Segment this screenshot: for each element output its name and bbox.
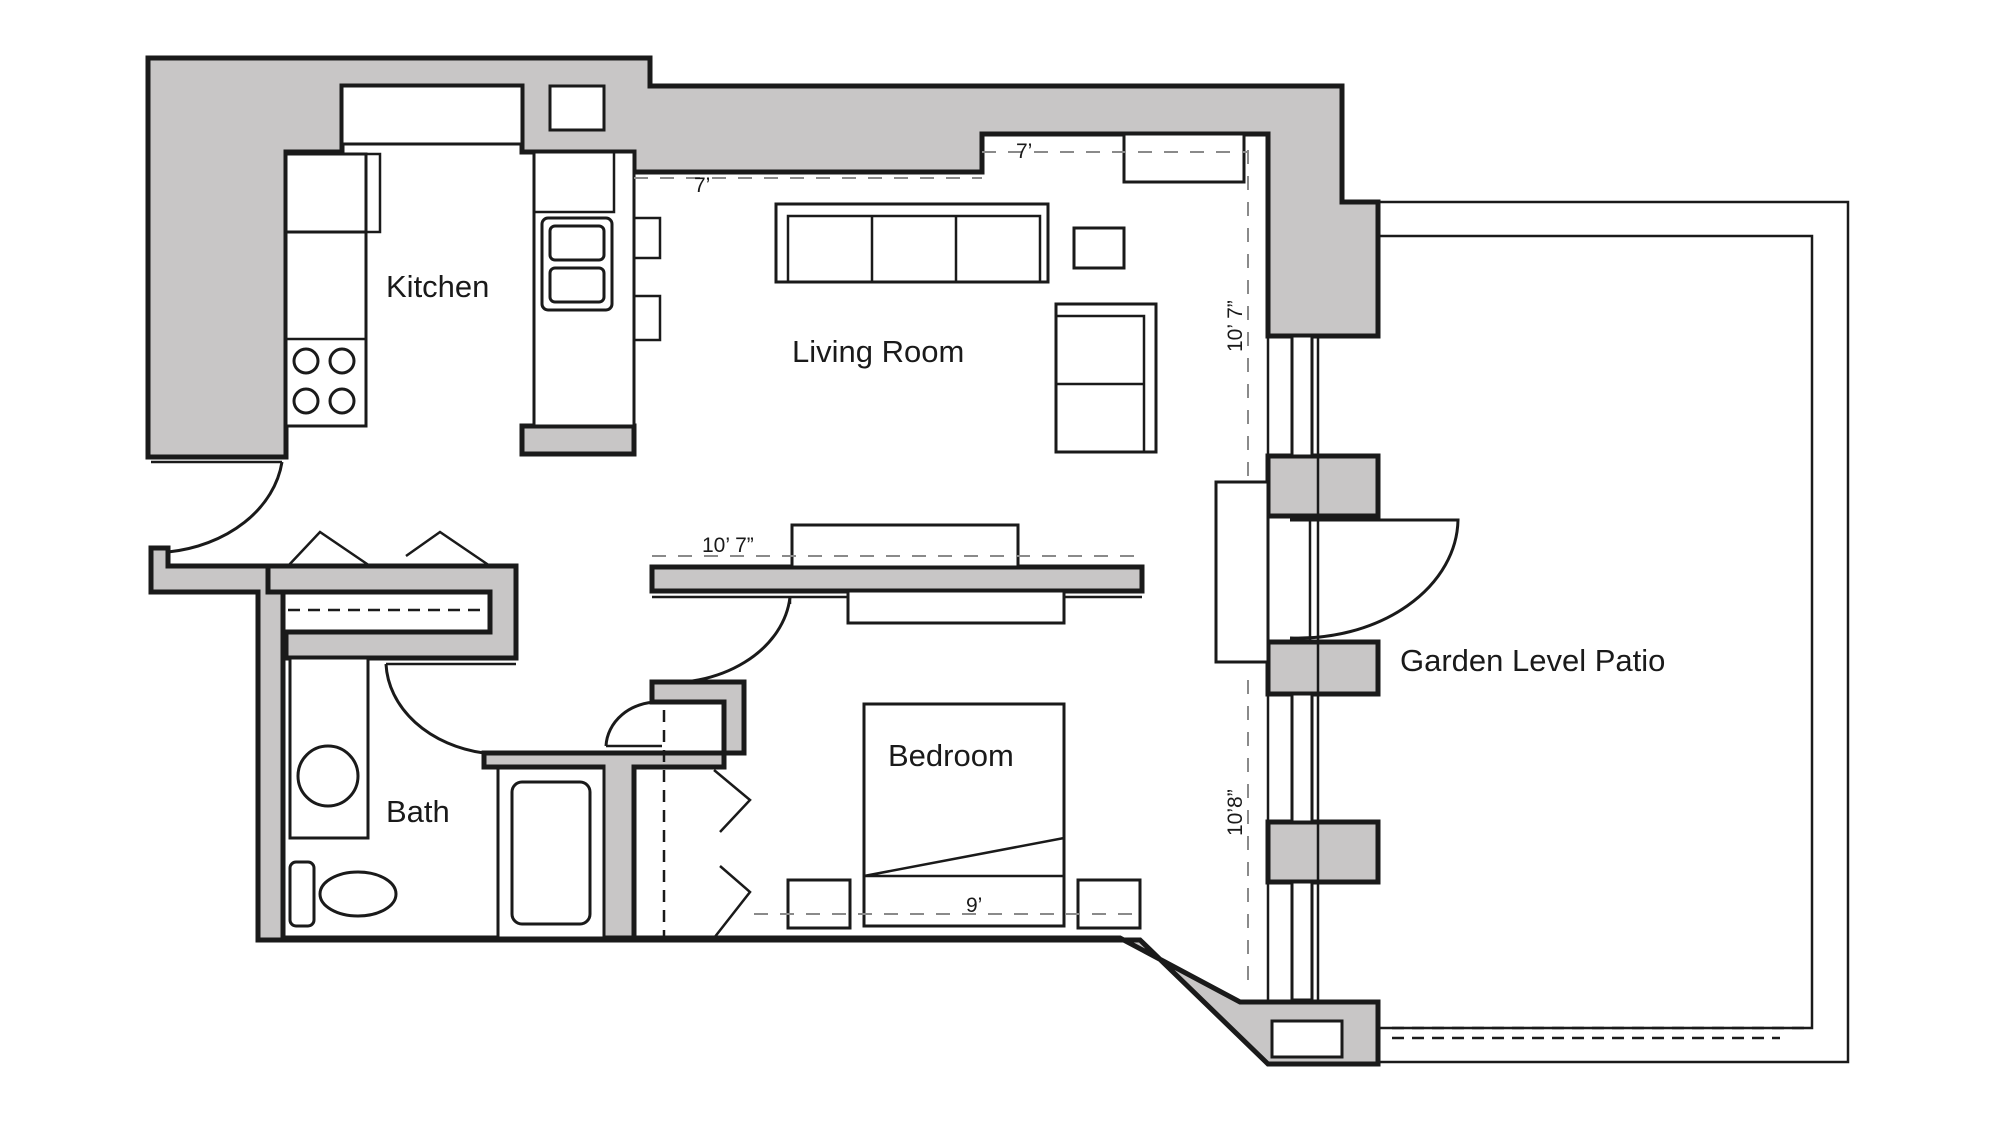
window-pane [1290, 334, 1314, 458]
patio-outline [1378, 200, 1850, 1064]
east-wall-pier-2 [1265, 639, 1381, 697]
stove-burners [286, 337, 366, 415]
walls [145, 55, 1381, 1067]
wardrobe-bifold-bottom [713, 865, 752, 939]
bedroom-door-swing [651, 596, 792, 685]
island-base [519, 423, 637, 457]
sliding-door-panel [1214, 480, 1270, 664]
closet-bifold-right [405, 530, 491, 568]
toilet-bowl-icon [318, 870, 398, 918]
closet-door-swing [604, 700, 659, 747]
entry [151, 460, 491, 612]
south-east-wall [148, 545, 1381, 1067]
closet-wall [265, 563, 519, 661]
entry-door-swing [167, 461, 284, 554]
bedroom: Bedroom 10’ 7” 10’8” 9’ [604, 534, 1249, 980]
patio [1378, 200, 1850, 1064]
living-dim-top-left: 7’ [694, 174, 710, 197]
east-glazing [1214, 334, 1460, 1002]
east-wall-pier-1 [1265, 453, 1381, 519]
burner-icon [328, 347, 356, 375]
bar-stool-icon [634, 294, 662, 342]
nightstand-right [1076, 878, 1142, 930]
sink-basin-icon [548, 266, 606, 304]
patio-inner-outline [1378, 234, 1814, 1030]
bedroom-dim-top: 10’ 7” [702, 534, 754, 557]
upper-cabinet [340, 84, 524, 146]
refrigerator [284, 152, 368, 234]
living-dim-right: 10’ 7” [1224, 300, 1247, 352]
armchair [1054, 302, 1158, 454]
living-room: Living Room 7’ 7’ 10’ 7” [634, 132, 1249, 569]
bedroom-dim-right: 10’8” [1224, 789, 1247, 836]
living-dim-top-right: 7’ [1016, 140, 1032, 163]
end-table [1072, 226, 1126, 270]
window-pane [1290, 692, 1314, 824]
bar-stool-icon [634, 216, 662, 260]
wardrobe-bifold-top [713, 769, 752, 833]
kitchen-window-box [548, 84, 606, 132]
bath: Bath [288, 656, 606, 940]
sink-basin-icon [548, 224, 606, 262]
living-room-label: Living Room [792, 334, 964, 369]
meter-box [1270, 1019, 1344, 1059]
refrigerator-door [364, 152, 382, 234]
sofa-cushion-lines [786, 214, 1042, 282]
nightstand-left [786, 878, 852, 930]
bath-door-swing [384, 663, 485, 755]
burner-icon [292, 387, 320, 415]
dresser [846, 589, 1066, 625]
bedroom-dim-bottom: 9’ [966, 894, 982, 917]
toilet-tank [288, 860, 316, 928]
kitchen-label: Kitchen [386, 269, 489, 304]
east-wall-pier-3 [1265, 819, 1381, 885]
burner-icon [328, 387, 356, 415]
tv-console [1122, 132, 1246, 184]
island-upper [532, 150, 616, 214]
bathtub-basin [510, 780, 592, 926]
window-pane [1290, 880, 1314, 1002]
bed [862, 702, 1066, 928]
patio-label: Garden Level Patio [1400, 643, 1665, 678]
kitchen: Kitchen [284, 84, 662, 428]
patio-door-swing [1289, 518, 1460, 640]
burner-icon [292, 347, 320, 375]
bed-sheet-fold [863, 836, 1066, 878]
closet-bifold-left [287, 530, 371, 568]
bath-label: Bath [386, 794, 450, 829]
bedroom-label: Bedroom [888, 738, 1014, 773]
armchair-lines [1056, 314, 1146, 452]
partition-wall [649, 564, 1145, 594]
media-cabinet [790, 523, 1020, 569]
sink-icon [296, 744, 360, 808]
north-wall [145, 55, 1381, 460]
